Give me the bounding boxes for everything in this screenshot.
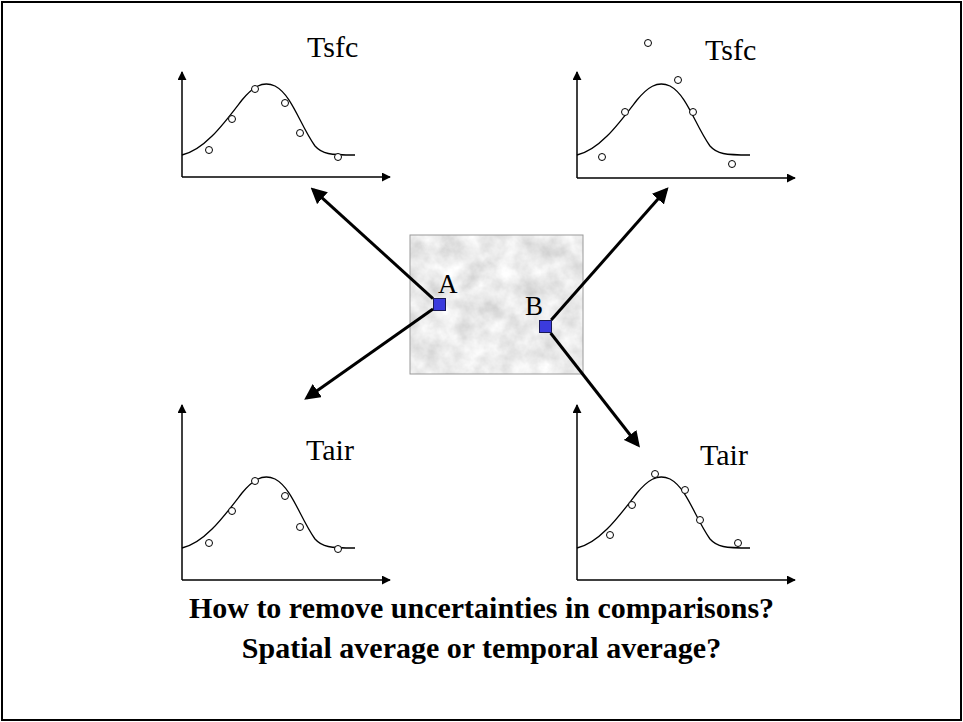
caption: How to remove uncertainties in compariso… <box>162 588 802 668</box>
arrow-connector <box>551 333 638 445</box>
arrow-connector <box>551 190 666 320</box>
chart-title: Tair <box>306 433 354 467</box>
snow-image <box>410 235 583 374</box>
temperature-chart: Tsfc <box>577 30 795 182</box>
site-marker: A <box>433 298 446 311</box>
chart-title: Tsfc <box>307 30 358 64</box>
chart-title: Tair <box>700 438 748 472</box>
temperature-chart: Tsfc <box>182 30 390 182</box>
temperature-chart: Tair <box>577 405 795 582</box>
arrow-connector <box>307 309 433 398</box>
chart-bottom-left <box>182 405 390 580</box>
chart-top-left <box>182 72 390 177</box>
arrow-connector <box>313 190 433 299</box>
temperature-chart: Tair <box>182 405 390 582</box>
image-border <box>410 235 583 374</box>
chart-title: Tsfc <box>705 33 756 67</box>
chart-bottom-right <box>577 405 795 580</box>
site-marker: B <box>539 320 552 333</box>
site-label: B <box>525 292 543 320</box>
chart-top-right <box>577 40 795 179</box>
site-label: A <box>438 270 458 298</box>
caption-block: How to remove uncertainties in compariso… <box>0 588 963 668</box>
